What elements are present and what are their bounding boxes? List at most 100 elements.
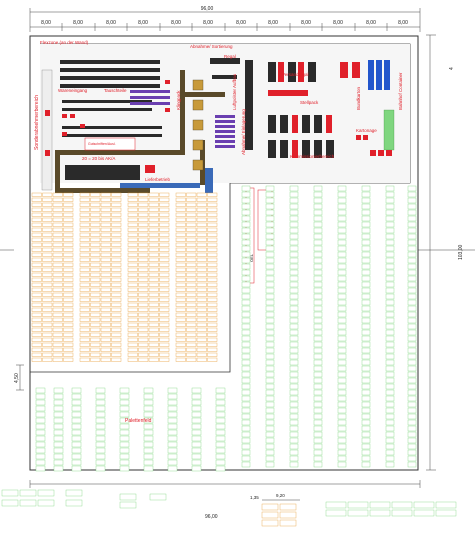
- rack-slot: [337, 341, 347, 348]
- rack-slot: [35, 399, 46, 406]
- rack-slot: [385, 377, 395, 384]
- pallet-slot: [159, 302, 170, 307]
- pallet-slot: [42, 332, 53, 337]
- pallet-slot: [207, 337, 218, 342]
- rack-slot: [337, 383, 347, 390]
- pallet-slot: [148, 332, 159, 337]
- pallet-slot: [100, 292, 111, 297]
- outside-rack: [347, 509, 369, 517]
- rack-slot: [167, 411, 178, 418]
- pallet-slot: [186, 207, 197, 212]
- pallet-slot: [138, 322, 149, 327]
- rack-slot: [191, 411, 202, 418]
- pallet-slot: [79, 322, 90, 327]
- pallet-slot: [138, 212, 149, 217]
- rack-slot: [119, 393, 130, 400]
- pallet-slot: [138, 252, 149, 257]
- pallet-slot: [207, 327, 218, 332]
- pallet-slot: [90, 347, 101, 352]
- rack-slot: [241, 239, 251, 246]
- rack-slot: [361, 215, 371, 222]
- pallet-slot: [90, 267, 101, 272]
- rack-slot: [337, 365, 347, 372]
- rack-slot: [337, 191, 347, 198]
- pallet-slot: [148, 292, 159, 297]
- left-shelving: [41, 69, 53, 191]
- rack-slot: [337, 221, 347, 228]
- rack-slot: [337, 239, 347, 246]
- rack-slot: [361, 197, 371, 204]
- rack-slot: [407, 359, 417, 366]
- pallet-slot: [63, 312, 74, 317]
- pallet-slot: [100, 212, 111, 217]
- rack-slot: [289, 263, 299, 270]
- pallet-slot: [63, 272, 74, 277]
- pallet-slot: [148, 342, 159, 347]
- pallet-slot: [175, 247, 186, 252]
- pallet-slot: [111, 192, 122, 197]
- pallet-slot: [31, 327, 42, 332]
- rack-slot: [407, 233, 417, 240]
- pallet-slot: [148, 322, 159, 327]
- pallet-slot: [186, 277, 197, 282]
- pallet-slot: [148, 237, 159, 242]
- pallet-slot: [100, 247, 111, 252]
- pallet-slot: [111, 287, 122, 292]
- dark-shelving-upper-left: [60, 60, 162, 137]
- rack-slot: [385, 443, 395, 450]
- rack-slot: [289, 461, 299, 468]
- rack-slot: [265, 347, 275, 354]
- pallet-slot: [196, 297, 207, 302]
- rack-slot: [71, 411, 82, 418]
- rack-slot: [361, 341, 371, 348]
- pallet-slot: [207, 247, 218, 252]
- pallet-slot: [79, 312, 90, 317]
- pallet-slot: [111, 262, 122, 267]
- pallet-slot: [196, 257, 207, 262]
- rack-slot: [361, 437, 371, 444]
- rack-slot: [313, 443, 323, 450]
- rack-slot: [313, 227, 323, 234]
- outside-rack: [65, 489, 83, 497]
- rack-slot: [265, 335, 275, 342]
- rack-slot: [385, 353, 395, 360]
- rack-slot: [385, 269, 395, 276]
- pallet-slot: [63, 202, 74, 207]
- rack-slot: [361, 323, 371, 330]
- pallet-slot: [138, 227, 149, 232]
- pallet-slot: [148, 212, 159, 217]
- pallet-slot: [100, 202, 111, 207]
- pallet-slot: [196, 207, 207, 212]
- pallet-slot: [186, 357, 197, 362]
- rack-slot: [337, 419, 347, 426]
- rack-slot: [53, 423, 64, 430]
- rack-slot: [313, 419, 323, 426]
- rack-slot: [407, 263, 417, 270]
- pallet-slot: [159, 222, 170, 227]
- rack-slot: [35, 393, 46, 400]
- rack-slot: [313, 461, 323, 468]
- pallet-slot: [175, 262, 186, 267]
- pallet-slot: [138, 307, 149, 312]
- pallet-slot: [138, 192, 149, 197]
- pallet-slot: [90, 327, 101, 332]
- rack-slot: [385, 335, 395, 342]
- pallet-slot: [138, 327, 149, 332]
- pallet-slot: [207, 282, 218, 287]
- rack-slot: [289, 383, 299, 390]
- pallet-slot: [90, 357, 101, 362]
- pallet-slot: [100, 287, 111, 292]
- pallet-slot: [31, 232, 42, 237]
- pallet-slot: [127, 247, 138, 252]
- rack-slot: [407, 365, 417, 372]
- rack-slot: [407, 311, 417, 318]
- rack-slot: [407, 449, 417, 456]
- rack-slot: [265, 455, 275, 462]
- rack-slot: [143, 399, 154, 406]
- rack-slot: [265, 341, 275, 348]
- pallet-slot: [31, 227, 42, 232]
- rack-slot: [289, 443, 299, 450]
- pallet-slot: [52, 222, 63, 227]
- pallet-slot: [175, 337, 186, 342]
- pallet-slot: [138, 237, 149, 242]
